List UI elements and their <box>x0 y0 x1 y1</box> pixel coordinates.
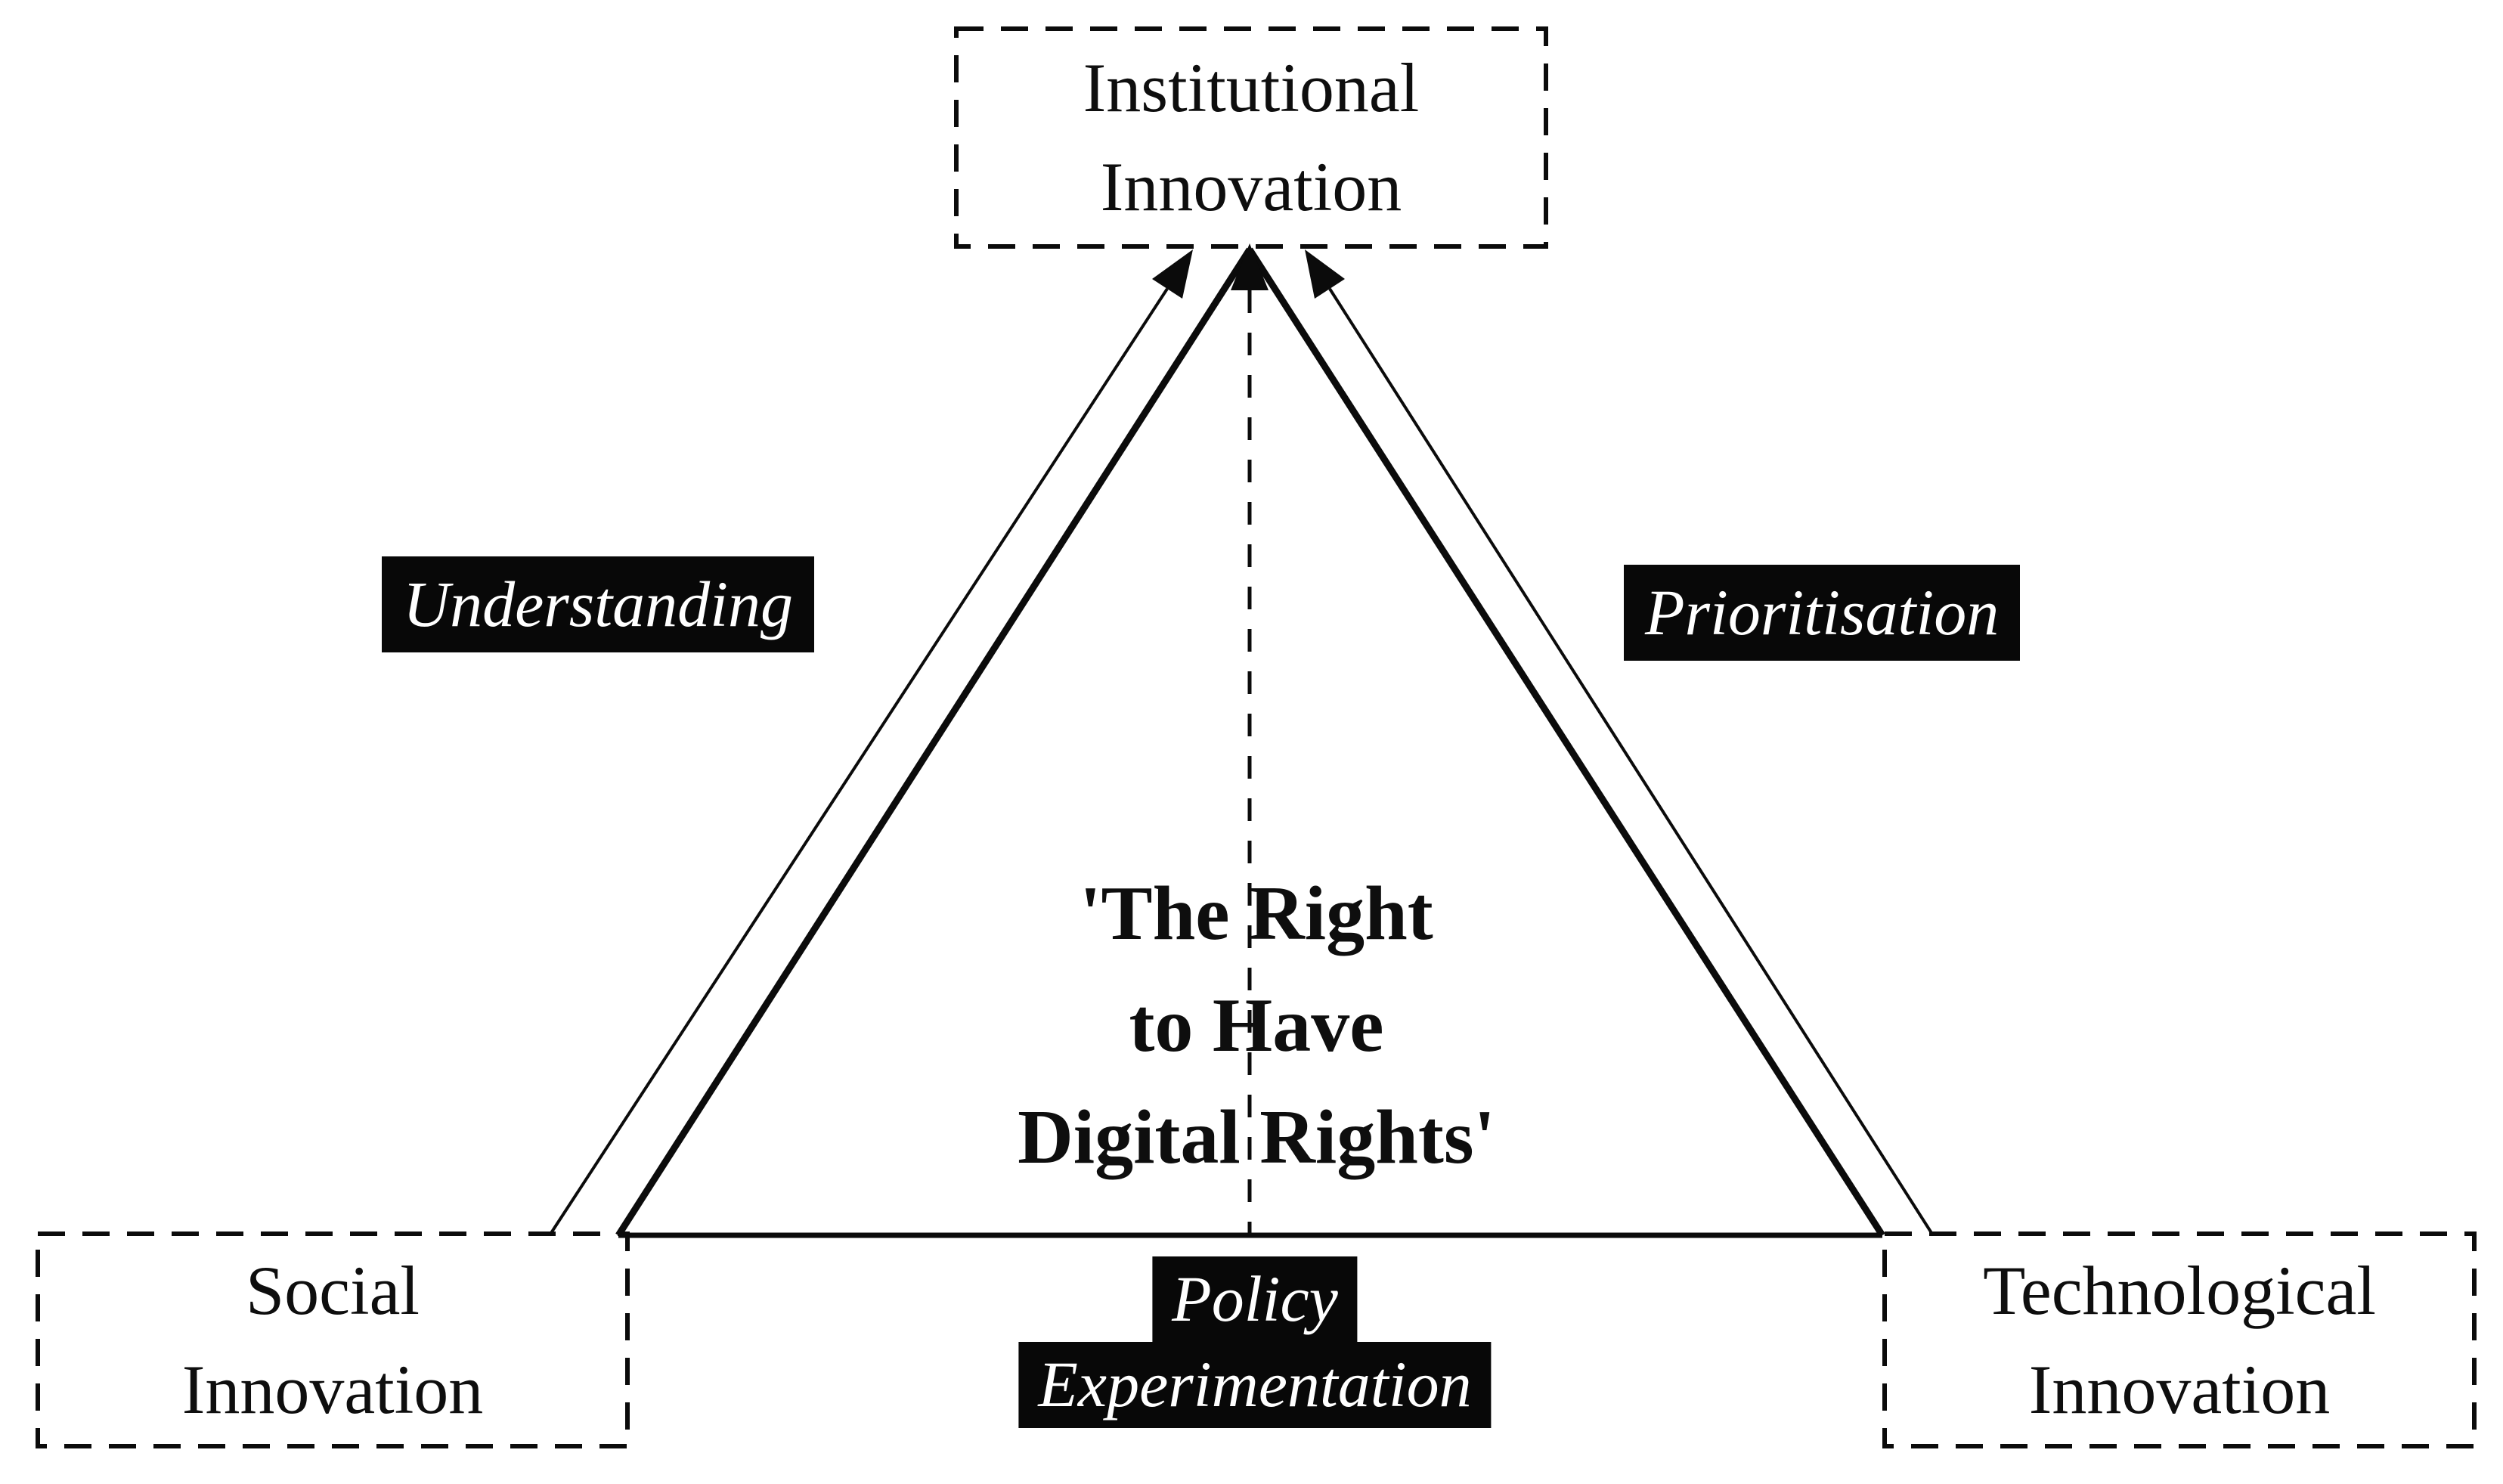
center-quote-line2: to Have <box>1129 982 1384 1068</box>
social-innovation-box-border <box>36 1232 630 1448</box>
center-arrowhead-icon <box>1231 243 1269 290</box>
center-quote: 'The Right to Have Digital Rights' <box>1018 858 1495 1194</box>
right-arrowhead-icon <box>1305 249 1345 299</box>
institutional-innovation-label-line1: Institutional <box>1083 49 1420 127</box>
policy-experimentation-label-line2: Experimentation <box>1018 1342 1492 1428</box>
left-arrowhead-icon <box>1152 249 1193 299</box>
technological-innovation-box-border <box>1882 1232 2477 1448</box>
left-arrow-line <box>548 287 1169 1237</box>
technological-innovation-label-line1: Technological <box>1983 1251 2376 1329</box>
social-innovation-label-line1: Social <box>246 1251 420 1329</box>
policy-experimentation-edge-label: Policy Experimentation <box>1018 1256 1492 1428</box>
social-innovation-node: Social Innovation <box>38 1234 627 1446</box>
technological-innovation-label-line2: Innovation <box>2028 1350 2331 1428</box>
institutional-innovation-box-border <box>954 26 1548 249</box>
policy-experimentation-label-line1: Policy <box>1152 1256 1358 1343</box>
institutional-innovation-label-line2: Innovation <box>1100 148 1402 225</box>
triangle-right-edge <box>1247 247 1885 1238</box>
center-quote-line1: 'The Right <box>1080 871 1433 956</box>
prioritisation-edge-label: Prioritisation <box>1624 565 2021 661</box>
social-innovation-label-line2: Innovation <box>181 1350 484 1428</box>
right-arrow-line <box>1328 287 1935 1237</box>
triangle-left-edge <box>615 247 1253 1238</box>
technological-innovation-node: Technological Innovation <box>1885 1234 2474 1446</box>
institutional-innovation-node: Institutional Innovation <box>956 29 1546 246</box>
center-quote-line3: Digital Rights' <box>1018 1094 1495 1180</box>
understanding-edge-label: Understanding <box>382 556 814 653</box>
